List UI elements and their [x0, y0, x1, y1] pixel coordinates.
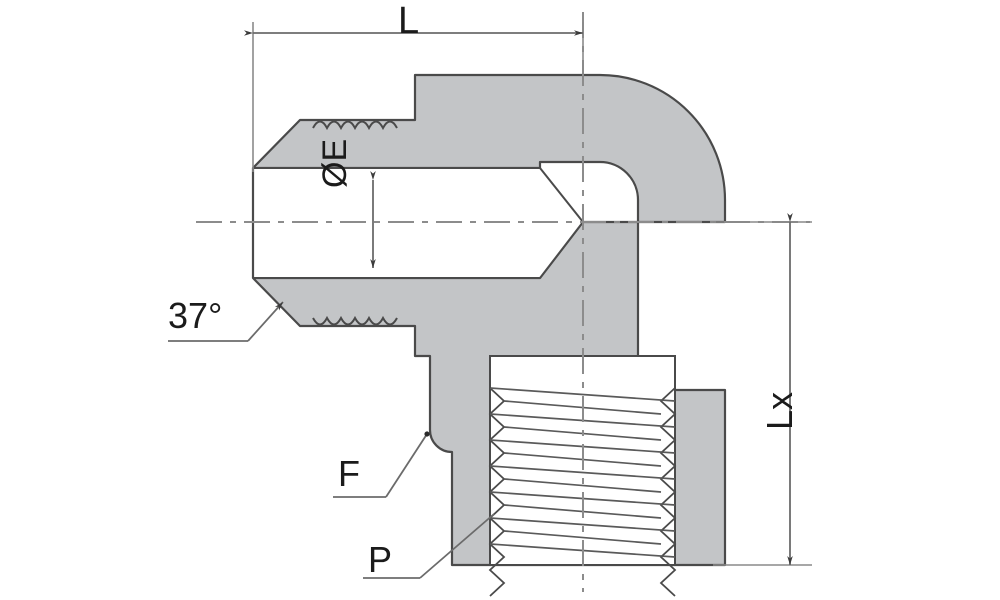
annotation-label-pipe-thread: P	[368, 539, 393, 580]
angle-leader-line	[247, 301, 284, 342]
annotation-label-fillet: F	[338, 453, 360, 494]
dimension-label-Lx: Lx	[759, 391, 800, 430]
bore-chamfer-upper	[539, 167, 584, 223]
leader-fillet	[333, 431, 430, 498]
annotation-label-flare-angle: 37°	[168, 295, 223, 336]
dimension-L	[244, 22, 584, 172]
body-upper-profile	[251, 73, 727, 224]
dimension-label-L: L	[398, 0, 420, 42]
leader-angle	[168, 301, 284, 342]
dimension-Lx	[713, 213, 812, 566]
dimension-label-bore-diameter: ØE	[316, 138, 354, 188]
F-leader-line	[385, 431, 430, 498]
run-bore-cavity	[253, 168, 583, 278]
P-leader-line	[419, 513, 495, 579]
male-flare-thread-upper	[312, 120, 398, 131]
male-flare-thread-lower	[312, 315, 398, 326]
bore-chamfer-lower	[539, 221, 584, 279]
thread-crest-right	[659, 387, 677, 597]
leader-thread	[363, 513, 495, 579]
